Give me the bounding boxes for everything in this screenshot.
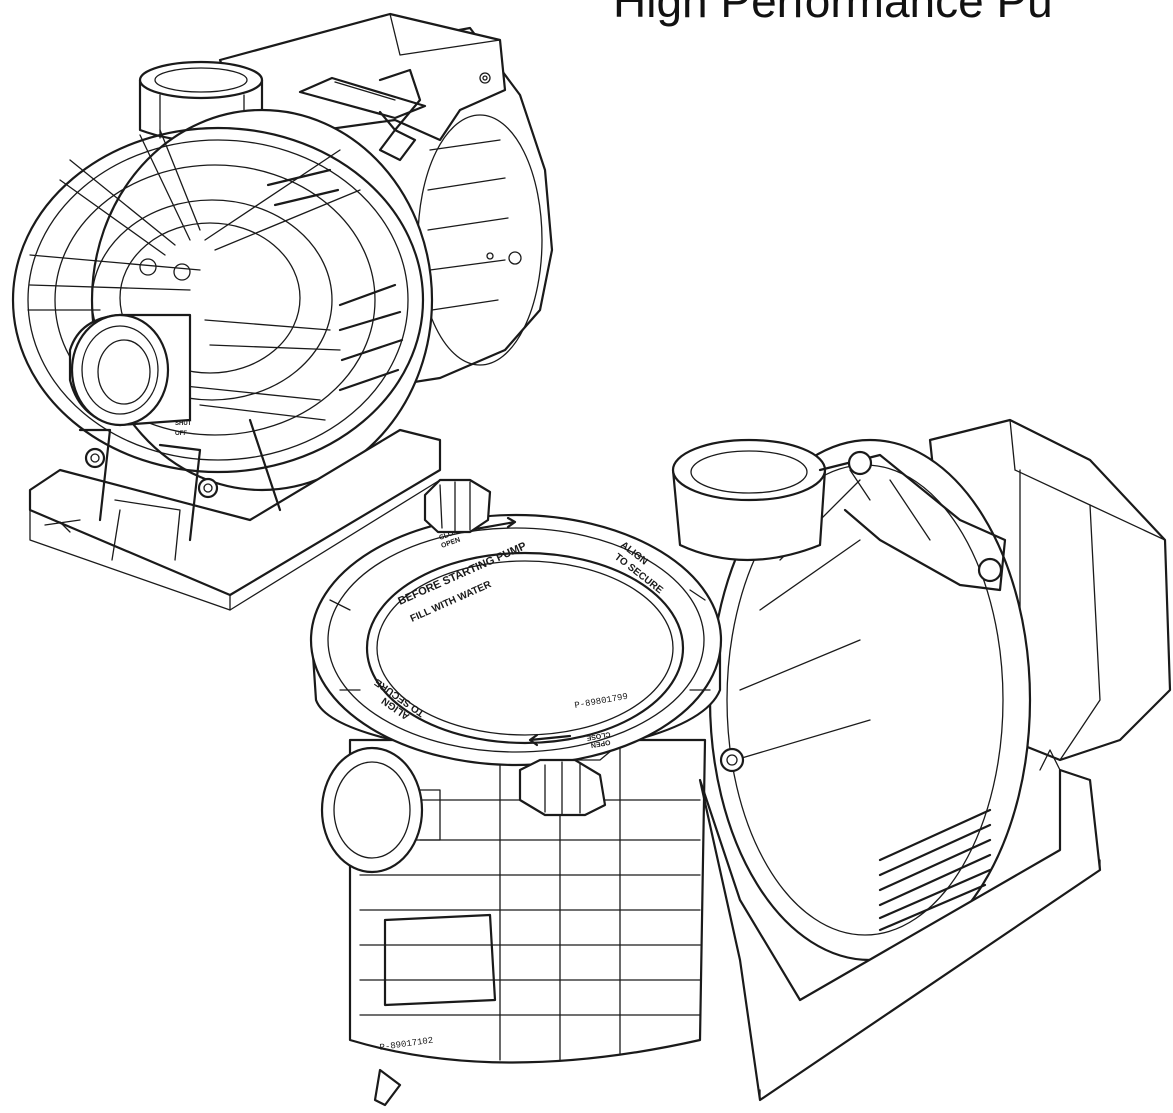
suction-inlet bbox=[68, 313, 192, 427]
clamp-handle bbox=[818, 450, 1007, 592]
strainer-body: P-89017102 bbox=[348, 734, 707, 1107]
lid-arrow-top bbox=[468, 516, 517, 532]
discharge-port-2 bbox=[671, 438, 827, 562]
lid-arrow-bottom bbox=[528, 733, 572, 747]
lid-close-label-bottom: CLOSE bbox=[586, 730, 611, 741]
lid-open-label-bottom: OPEN bbox=[590, 738, 611, 748]
pump-front-view: SHUT OFF bbox=[11, 12, 554, 611]
strainer-lid: BEFORE STARTING PUMP FILL WITH WATER P-8… bbox=[309, 478, 723, 817]
pump-housing bbox=[11, 108, 434, 492]
pump-rear-view: P-89017102 BEFORE STARTING PUMP FI bbox=[309, 418, 1172, 1107]
pump-base: SHUT OFF bbox=[28, 418, 442, 611]
pump-base-2 bbox=[698, 747, 1102, 1102]
suction-inlet-2 bbox=[320, 746, 441, 874]
diagram-title: High Performance Pu bbox=[613, 0, 1053, 27]
shutoff-label-a: SHUT bbox=[175, 421, 192, 427]
lid-knob-top bbox=[423, 478, 492, 534]
shutoff-label-b: OFF bbox=[175, 431, 187, 437]
